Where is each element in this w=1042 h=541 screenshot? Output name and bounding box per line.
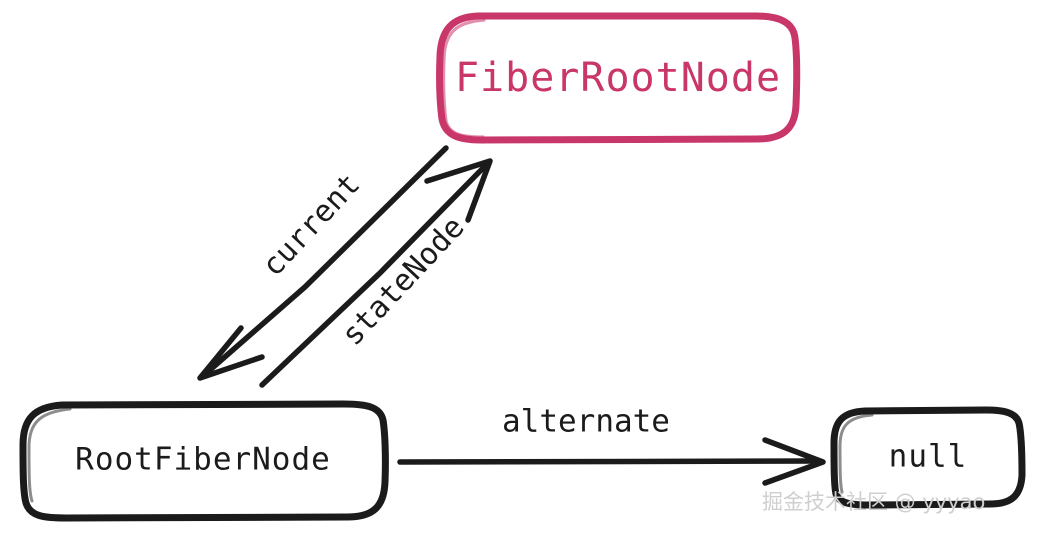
fiber-root-node-label: FiberRootNode [455, 55, 781, 101]
null-node-label: null [889, 439, 968, 475]
edge-state-node[interactable]: stateNode [259, 158, 493, 388]
edge-alternate-label: alternate [502, 404, 670, 440]
node-null-node[interactable]: null [830, 406, 1026, 509]
node-root-fiber-node[interactable]: RootFiberNode [19, 400, 389, 522]
node-fiber-root-node[interactable]: FiberRootNode [436, 12, 801, 144]
null-node-border [830, 406, 1026, 509]
watermark: 掘金技术社区 @ yyyao [762, 490, 985, 514]
edge-alternate[interactable]: alternate [397, 404, 826, 486]
null-node-border-sketch [838, 413, 874, 494]
current-arrow-line [200, 145, 449, 379]
edge-state-node-label: stateNode [335, 210, 471, 353]
root-fiber-node-label: RootFiberNode [75, 442, 331, 478]
edge-current-label: current [255, 167, 367, 283]
root-fiber-node-border-sketch [27, 407, 72, 503]
state-node-arrowhead [424, 158, 493, 223]
root-fiber-node-border [19, 400, 389, 522]
current-arrowhead [197, 325, 265, 381]
alternate-arrowhead [762, 437, 826, 486]
state-node-arrow-line [259, 161, 490, 388]
alternate-arrow-line [397, 458, 823, 465]
fiber-root-node-border-sketch [442, 18, 486, 139]
fiber-root-node-border [436, 12, 801, 144]
